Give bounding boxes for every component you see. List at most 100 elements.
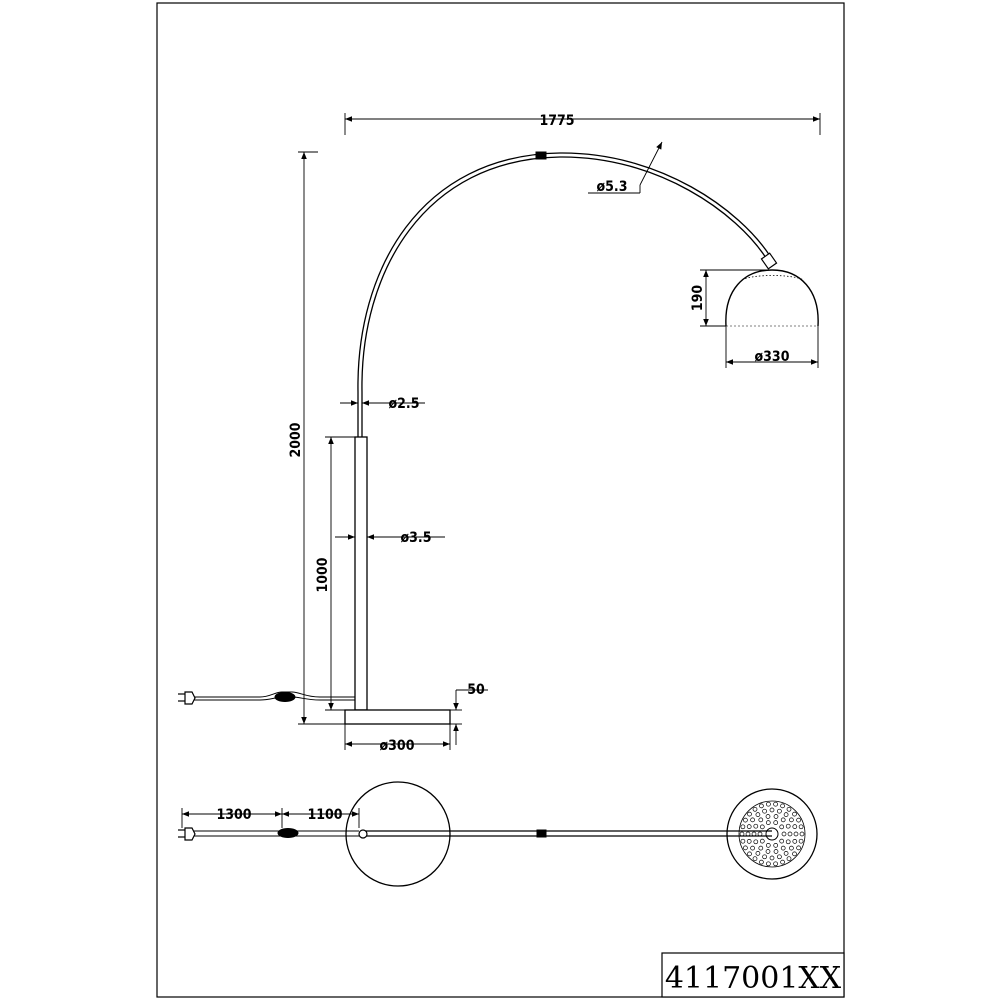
perforation-dot xyxy=(789,817,794,823)
elevation-dimensions xyxy=(298,113,821,750)
perforation-dot xyxy=(769,807,775,813)
perforation-dot xyxy=(762,854,767,860)
perforation-dot xyxy=(766,861,771,867)
dim-total-height: 2000 xyxy=(288,422,304,457)
perforation-dot xyxy=(758,845,764,851)
dim-arc-tube-diameter: ø5.3 xyxy=(597,179,628,195)
perforation-dot xyxy=(798,824,804,830)
perforation-dot xyxy=(773,843,779,848)
perforation-dot xyxy=(750,817,755,823)
perforation-dot xyxy=(759,803,764,809)
perforation-dot xyxy=(796,845,801,851)
perforation-dot xyxy=(786,856,792,862)
dim-pole-height: 1000 xyxy=(315,557,331,592)
perforation-dot xyxy=(759,824,765,830)
perforation-dot xyxy=(773,820,779,825)
dim-base-diameter: ø300 xyxy=(380,738,415,754)
perforation-dot xyxy=(759,838,765,844)
perforation-dot xyxy=(766,801,771,807)
perforation-dot xyxy=(765,843,771,848)
plan-base-circle xyxy=(345,781,451,887)
dim-cord-length: 1300 xyxy=(216,807,251,823)
perforation-dot xyxy=(780,845,786,851)
perforation-dot xyxy=(752,806,758,812)
perforation-dot xyxy=(773,814,779,819)
perforation-dot xyxy=(783,812,789,817)
perforation-dot xyxy=(743,845,748,851)
plug xyxy=(178,691,196,705)
arc-tube-outer xyxy=(357,152,771,393)
perforation-dot xyxy=(781,831,787,837)
product-code: 4117001XX xyxy=(665,961,842,996)
perforation-dot xyxy=(777,854,782,860)
shade-connector xyxy=(760,252,778,270)
perforation-dot xyxy=(793,831,799,837)
plan-plug xyxy=(178,827,196,841)
title-block xyxy=(661,952,845,998)
elevation-view xyxy=(178,151,819,725)
perforation-dot xyxy=(753,823,759,829)
power-cord xyxy=(190,691,355,698)
perforation-dot xyxy=(769,855,775,861)
perforation-dot xyxy=(777,808,782,814)
perforation-dot xyxy=(773,849,779,854)
cord-switch xyxy=(274,692,296,702)
perforation-dot xyxy=(792,851,797,857)
perforation-dot xyxy=(750,845,755,851)
perforation-dot xyxy=(747,851,752,857)
perforation-dot xyxy=(755,851,761,856)
perforation-dot xyxy=(783,851,789,856)
perforation-dot xyxy=(740,838,746,844)
perforation-dot xyxy=(798,838,804,844)
perforation-dot xyxy=(755,812,761,817)
plan-arc-joint xyxy=(536,829,547,838)
perforation-dot xyxy=(746,824,752,829)
perforation-dot xyxy=(752,856,758,862)
base xyxy=(344,709,451,725)
perforation-dot xyxy=(779,824,785,830)
perforation-dot xyxy=(785,823,791,829)
dim-base-thickness: 50 xyxy=(467,682,485,698)
dim-shade-height: 190 xyxy=(690,285,706,312)
plan-shade-perforation xyxy=(739,801,805,867)
perforation-dot xyxy=(796,817,801,823)
plan-shade-inner xyxy=(738,800,806,868)
perforation-dot xyxy=(762,808,767,814)
perforation-dot xyxy=(779,838,785,844)
perforation-dot xyxy=(780,817,786,823)
perforation-dot xyxy=(799,831,805,837)
dim-cord-to-switch: 1100 xyxy=(307,807,342,823)
perforation-dot xyxy=(789,845,794,851)
perforation-dot xyxy=(758,817,764,823)
pole xyxy=(354,436,368,711)
perforation-dot xyxy=(773,861,778,867)
plan-cord-switch xyxy=(277,828,299,838)
plan-dimensions xyxy=(181,808,360,828)
perforation-dot xyxy=(786,806,792,812)
perforation-dot xyxy=(765,849,771,854)
perforation-dot xyxy=(780,859,785,865)
perforation-dot xyxy=(787,831,793,837)
arc-tube-inner xyxy=(361,156,767,393)
perforation-dot xyxy=(780,803,785,809)
dim-arc-width: 1775 xyxy=(539,113,574,129)
perforation-dot xyxy=(740,824,746,830)
perforation-dot xyxy=(792,811,797,817)
perforation-dot xyxy=(792,839,798,844)
perforation-dot xyxy=(785,839,791,845)
perforation-dot xyxy=(765,814,771,819)
shade xyxy=(725,269,819,327)
elevation-dimension-texts: 1775 ø5.3 190 ø330 ø2.5 2000 ø3.5 1000 5… xyxy=(288,113,790,754)
perforation-dot xyxy=(747,811,752,817)
dim-neck-diameter: ø2.5 xyxy=(389,396,420,412)
perforation-dot xyxy=(753,839,759,845)
dim-shade-diameter: ø330 xyxy=(755,349,790,365)
perforation-dot xyxy=(746,839,752,844)
sheet-border xyxy=(156,2,845,998)
perforation-dot xyxy=(743,817,748,823)
plan-shade-outer xyxy=(726,788,818,880)
perforation-dot xyxy=(792,824,798,829)
perforation-dot xyxy=(765,820,771,825)
arc-joint xyxy=(535,151,547,160)
